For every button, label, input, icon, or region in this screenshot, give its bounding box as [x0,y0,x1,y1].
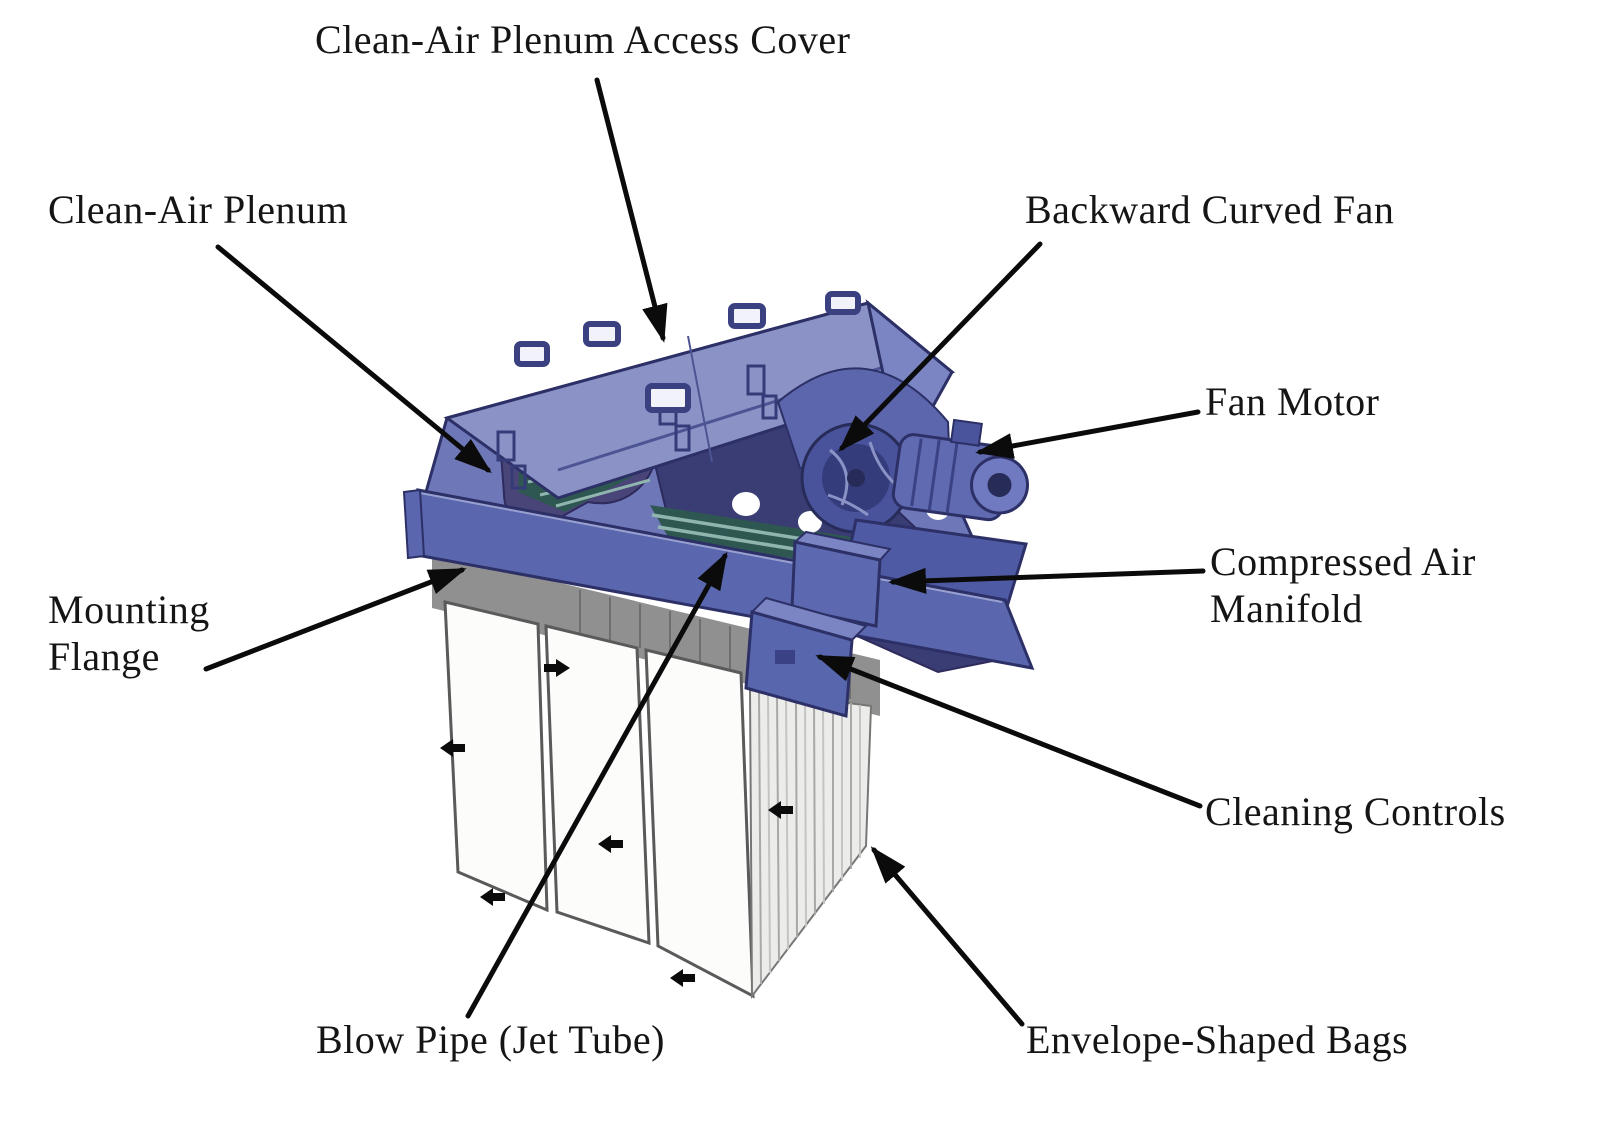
label-blow-pipe: Blow Pipe (Jet Tube) [316,1017,665,1062]
airflow-arrow-icons [440,659,793,987]
airflow-arrow-icon [480,888,505,906]
fan-motor-assembly [891,418,1030,522]
envelope-bag-panel [644,648,755,999]
lid-seam [687,335,713,463]
light-hole [732,492,760,516]
label-compressed-air-manifold: Compressed Air Manifold [1210,539,1476,632]
leader-envelope-bags [870,846,1025,1027]
leader-blow-pipe [465,551,728,1019]
compressed-air-manifold-box [790,530,892,628]
clean-air-plenum-housing [402,291,1035,718]
leader-compressed-air-manifold [888,567,1206,594]
label-mounting-flange: Mounting Flange [48,587,210,680]
label-cleaning-controls: Cleaning Controls [1205,789,1506,834]
airflow-arrow-icon [544,659,570,677]
airflow-arrow-icon [670,969,695,987]
cleaning-controls-box [744,596,868,718]
label-backward-curved-fan: Backward Curved Fan [1025,187,1395,232]
leader-cleaning-controls [815,654,1203,809]
pleat-lines [758,690,861,985]
leader-fan-motor [975,409,1201,459]
flange-left-lip [402,488,426,560]
light-hole [798,511,822,533]
fan-hub [847,469,865,487]
leader-backward-curved-fan [838,241,1043,452]
airflow-arrow-icon [598,835,623,853]
airflow-arrow-icon [440,739,465,757]
label-fan-motor: Fan Motor [1205,379,1380,424]
envelope-bag-panel [443,600,549,913]
leader-lines [203,77,1206,1027]
airflow-arrow-icon [768,801,793,819]
leader-mounting-flange [203,567,467,672]
motor-shaft [987,472,1012,497]
lifting-lugs [514,291,861,413]
leader-access-cover [594,77,668,343]
label-access-cover: Clean-Air Plenum Access Cover [315,17,851,62]
label-envelope-bags: Envelope-Shaped Bags [1026,1017,1409,1062]
label-clean-air-plenum: Clean-Air Plenum [48,187,349,232]
leader-clean-air-plenum [215,244,492,474]
motor-junction-box [949,418,983,447]
